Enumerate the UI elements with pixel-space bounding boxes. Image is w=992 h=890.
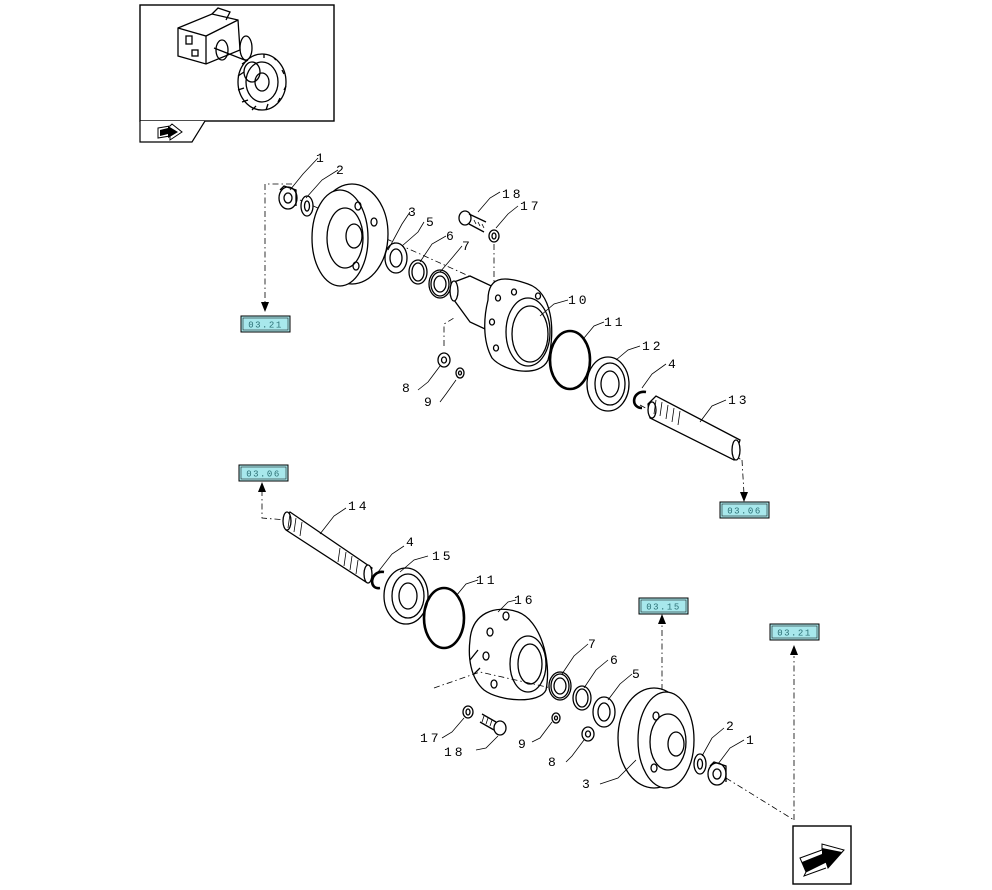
callout-leaders-upper <box>289 157 727 423</box>
callout-6: 6 <box>446 229 457 244</box>
nut-upper-small <box>437 352 451 368</box>
axle-shaft-upper <box>647 395 741 461</box>
washer-upper-small <box>455 367 465 379</box>
callout-2: 2 <box>336 163 347 178</box>
ball-bearing-upper <box>586 356 630 412</box>
callout-7-lower: 7 <box>588 637 599 652</box>
callout-13: 13 <box>728 393 750 408</box>
o-ring-upper <box>548 329 592 391</box>
castle-nut-upper <box>278 185 298 210</box>
circlip-upper <box>632 390 647 410</box>
ref-link-03-21-left[interactable]: 03.21 <box>240 315 291 333</box>
callout-9: 9 <box>424 395 435 410</box>
bearing-lower-small <box>592 696 616 728</box>
callout-4-lower: 4 <box>406 535 417 550</box>
callout-10: 10 <box>568 293 590 308</box>
callout-leaders-lower <box>319 507 745 785</box>
hub-housing-upper <box>449 275 553 372</box>
ref-link-label: 03.21 <box>777 629 812 639</box>
callout-1: 1 <box>316 151 327 166</box>
callout-numbers-lower: 14 4 15 11 16 7 6 5 2 1 17 18 9 8 3 <box>348 499 757 792</box>
ref-link-03-06-right[interactable]: 03.06 <box>719 501 770 519</box>
callout-8: 8 <box>402 381 413 396</box>
washer-upper <box>488 229 500 243</box>
callout-14-lower: 14 <box>348 499 370 514</box>
bolt-upper <box>458 210 487 233</box>
callout-3: 3 <box>408 205 419 220</box>
washer-lower-small <box>551 712 561 724</box>
bearing-upper-cone <box>428 269 452 299</box>
callout-6-lower: 6 <box>610 653 621 668</box>
bearing-upper-small <box>384 242 408 274</box>
o-ring-lower <box>422 586 466 650</box>
bearing-lower-cone <box>548 671 572 701</box>
washer-lower <box>462 705 474 719</box>
callout-15-lower: 15 <box>432 549 454 564</box>
circlip-lower <box>370 570 385 590</box>
callout-16-lower: 16 <box>514 593 536 608</box>
callout-12: 12 <box>642 339 664 354</box>
callout-9-lower: 9 <box>518 737 529 752</box>
callout-18: 18 <box>502 187 524 202</box>
callout-11-lower: 11 <box>476 573 498 588</box>
hub-flange-upper <box>311 183 389 287</box>
callout-5: 5 <box>426 215 437 230</box>
ref-link-label: 03.15 <box>646 603 681 613</box>
tab-washer-lower <box>693 753 707 775</box>
tab-washer-upper <box>300 195 314 217</box>
castle-nut-lower <box>707 761 727 786</box>
callout-17: 17 <box>520 199 542 214</box>
ref-link-03-06-left[interactable]: 03.06 <box>238 464 289 482</box>
callout-11: 11 <box>604 315 626 330</box>
callout-8-lower: 8 <box>548 755 559 770</box>
callout-7: 7 <box>462 239 473 254</box>
ball-bearing-lower <box>383 567 429 625</box>
thumbnail-frame[interactable] <box>139 4 335 143</box>
ref-link-label: 03.06 <box>246 470 281 480</box>
ref-link-03-21-right[interactable]: 03.21 <box>769 623 820 641</box>
callout-17-lower: 17 <box>420 731 442 746</box>
callout-4: 4 <box>668 357 679 372</box>
callout-5-lower: 5 <box>632 667 643 682</box>
seal-ring-lower <box>572 685 592 711</box>
nut-lower-small <box>581 726 595 742</box>
previous-page-arrow-icon[interactable] <box>157 123 183 141</box>
callout-1-lower: 1 <box>746 733 757 748</box>
seal-ring-upper <box>408 259 428 285</box>
callout-18-lower: 18 <box>444 745 466 760</box>
lower-assembly <box>258 482 798 821</box>
ref-link-03-15[interactable]: 03.15 <box>638 597 689 615</box>
bolt-lower <box>479 713 507 736</box>
tractor-axle-thumbnail-icon <box>177 7 287 111</box>
upper-assembly <box>261 183 748 502</box>
ref-link-label: 03.06 <box>727 507 762 517</box>
next-page-arrow-icon[interactable] <box>792 825 852 885</box>
callout-2-lower: 2 <box>726 719 737 734</box>
callout-3-lower: 3 <box>582 777 593 792</box>
axle-shaft-lower <box>282 511 373 584</box>
hub-housing-lower <box>468 608 549 701</box>
hub-flange-lower <box>617 687 695 789</box>
ref-link-label: 03.21 <box>248 321 283 331</box>
callout-numbers-upper: 1 2 3 5 6 7 18 17 10 11 12 4 13 8 9 <box>316 151 750 410</box>
